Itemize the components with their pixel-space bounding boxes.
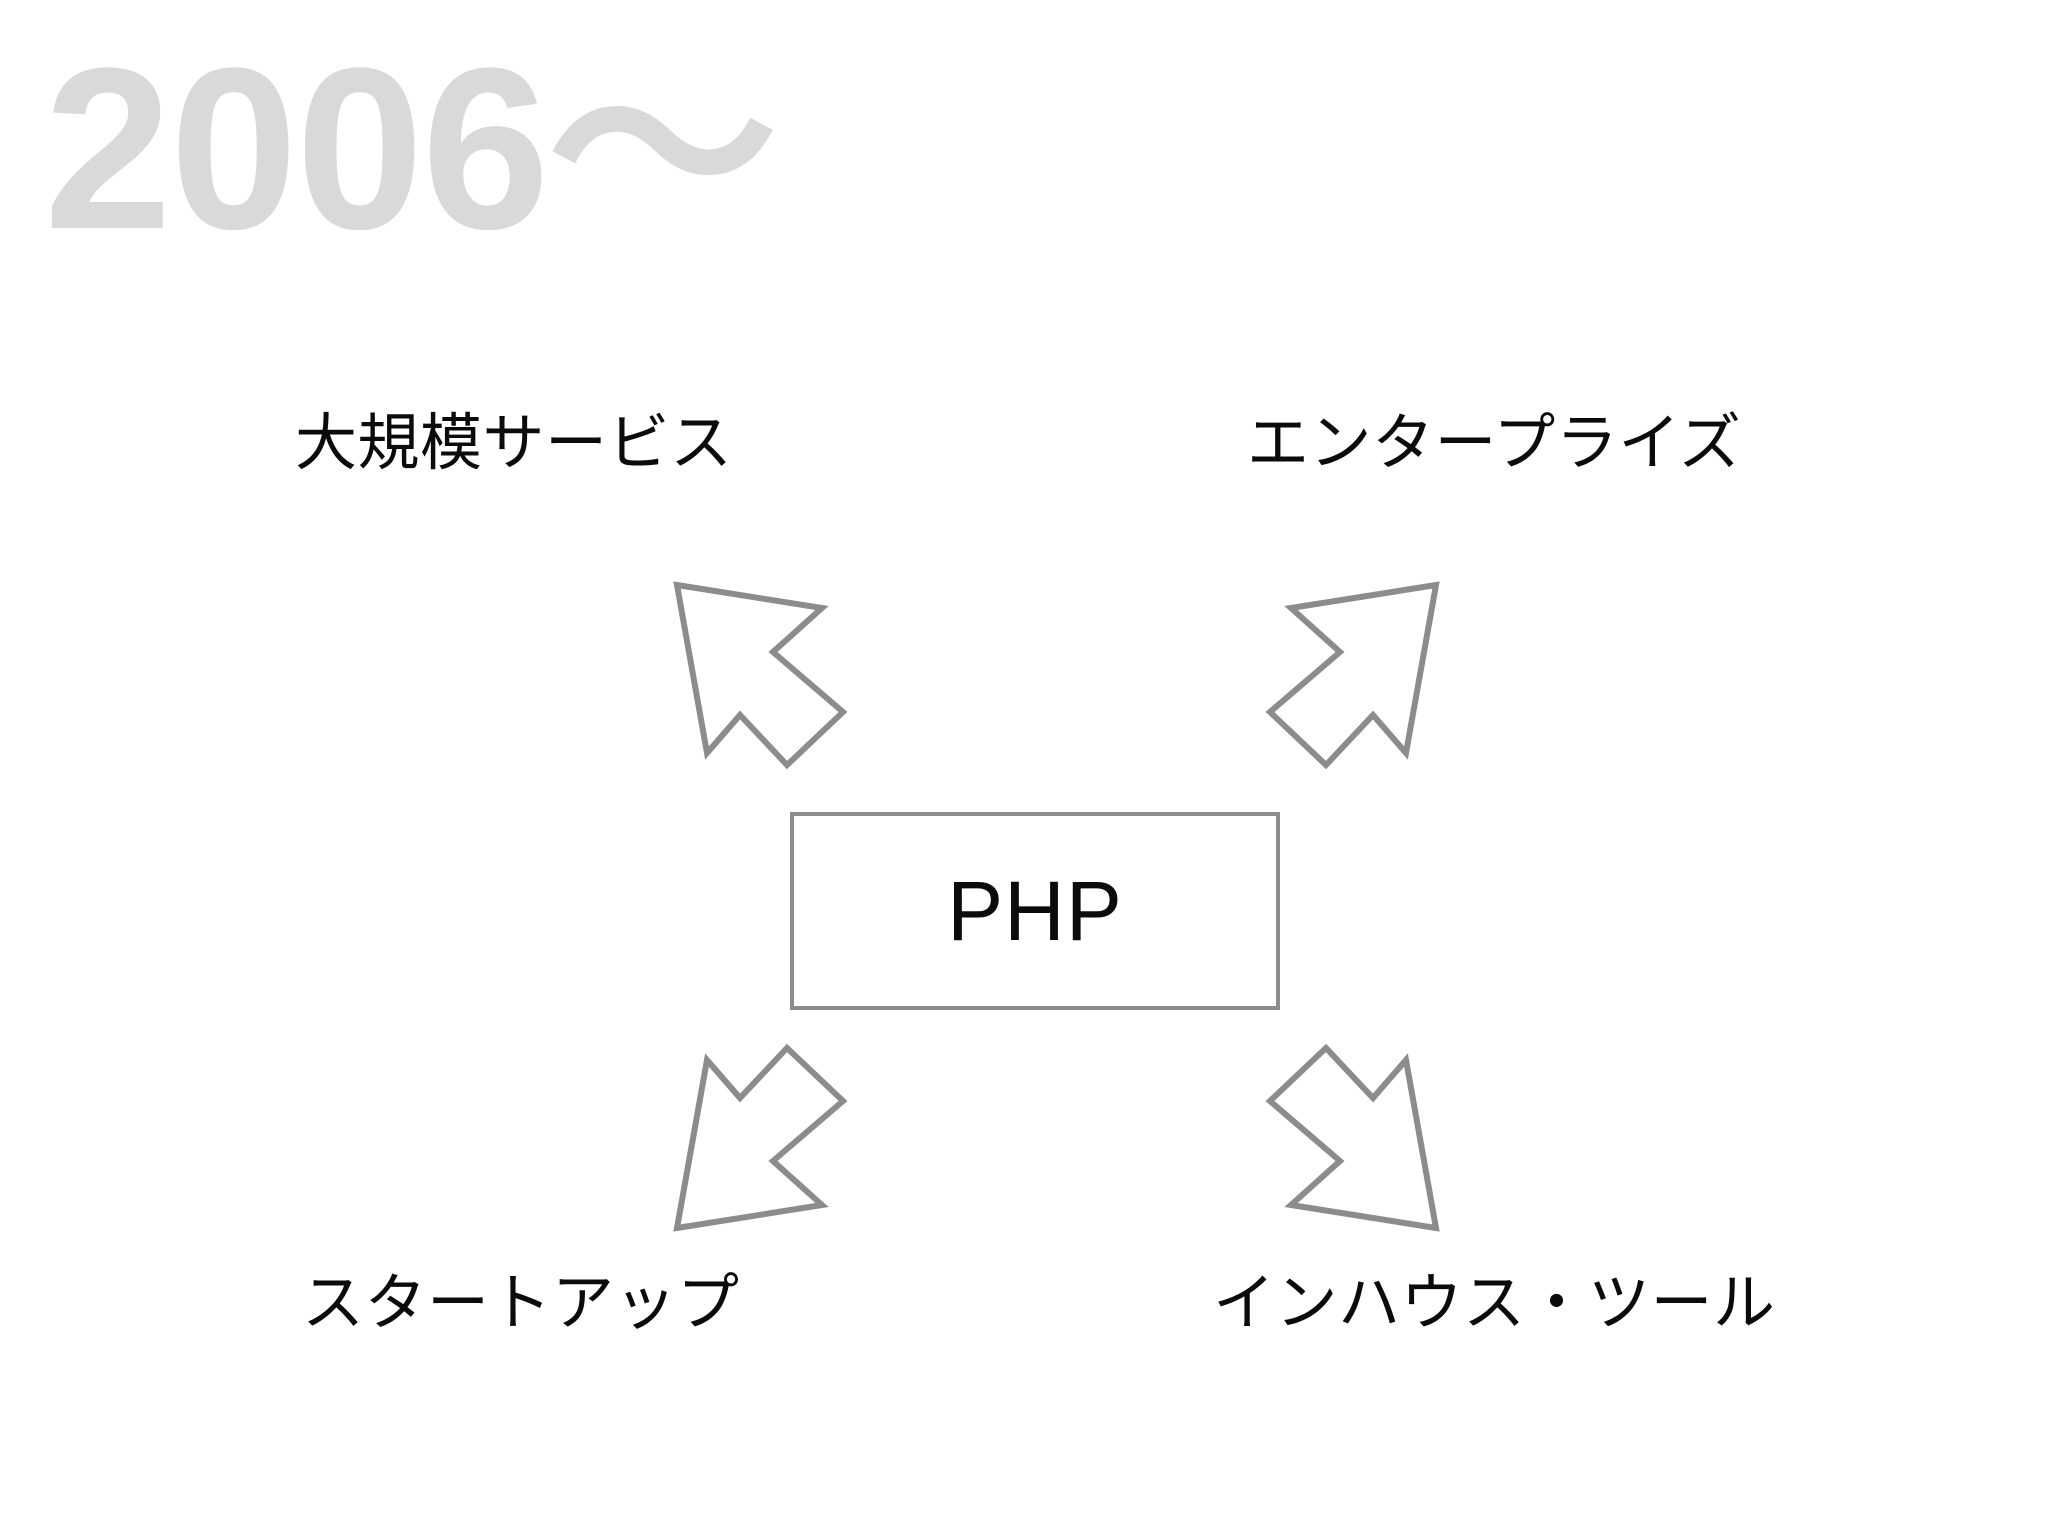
quadrant-label-bottom-left: スタートアップ [302, 1269, 740, 1338]
page-title: 2006〜 [44, 20, 778, 277]
arrow-down-left-icon [673, 1043, 848, 1232]
quadrant-label-top-left: 大規模サービス [295, 409, 733, 478]
center-node-label: PHP [947, 864, 1123, 958]
quadrant-label-bottom-right: インハウス・ツール [1213, 1269, 1776, 1338]
arrow-up-right-icon [1265, 581, 1440, 770]
center-node-php: PHP [790, 812, 1280, 1010]
arrow-down-right-icon [1265, 1043, 1440, 1232]
quadrant-label-top-right: エンタープライズ [1247, 409, 1742, 478]
arrow-up-left-icon [673, 581, 848, 770]
